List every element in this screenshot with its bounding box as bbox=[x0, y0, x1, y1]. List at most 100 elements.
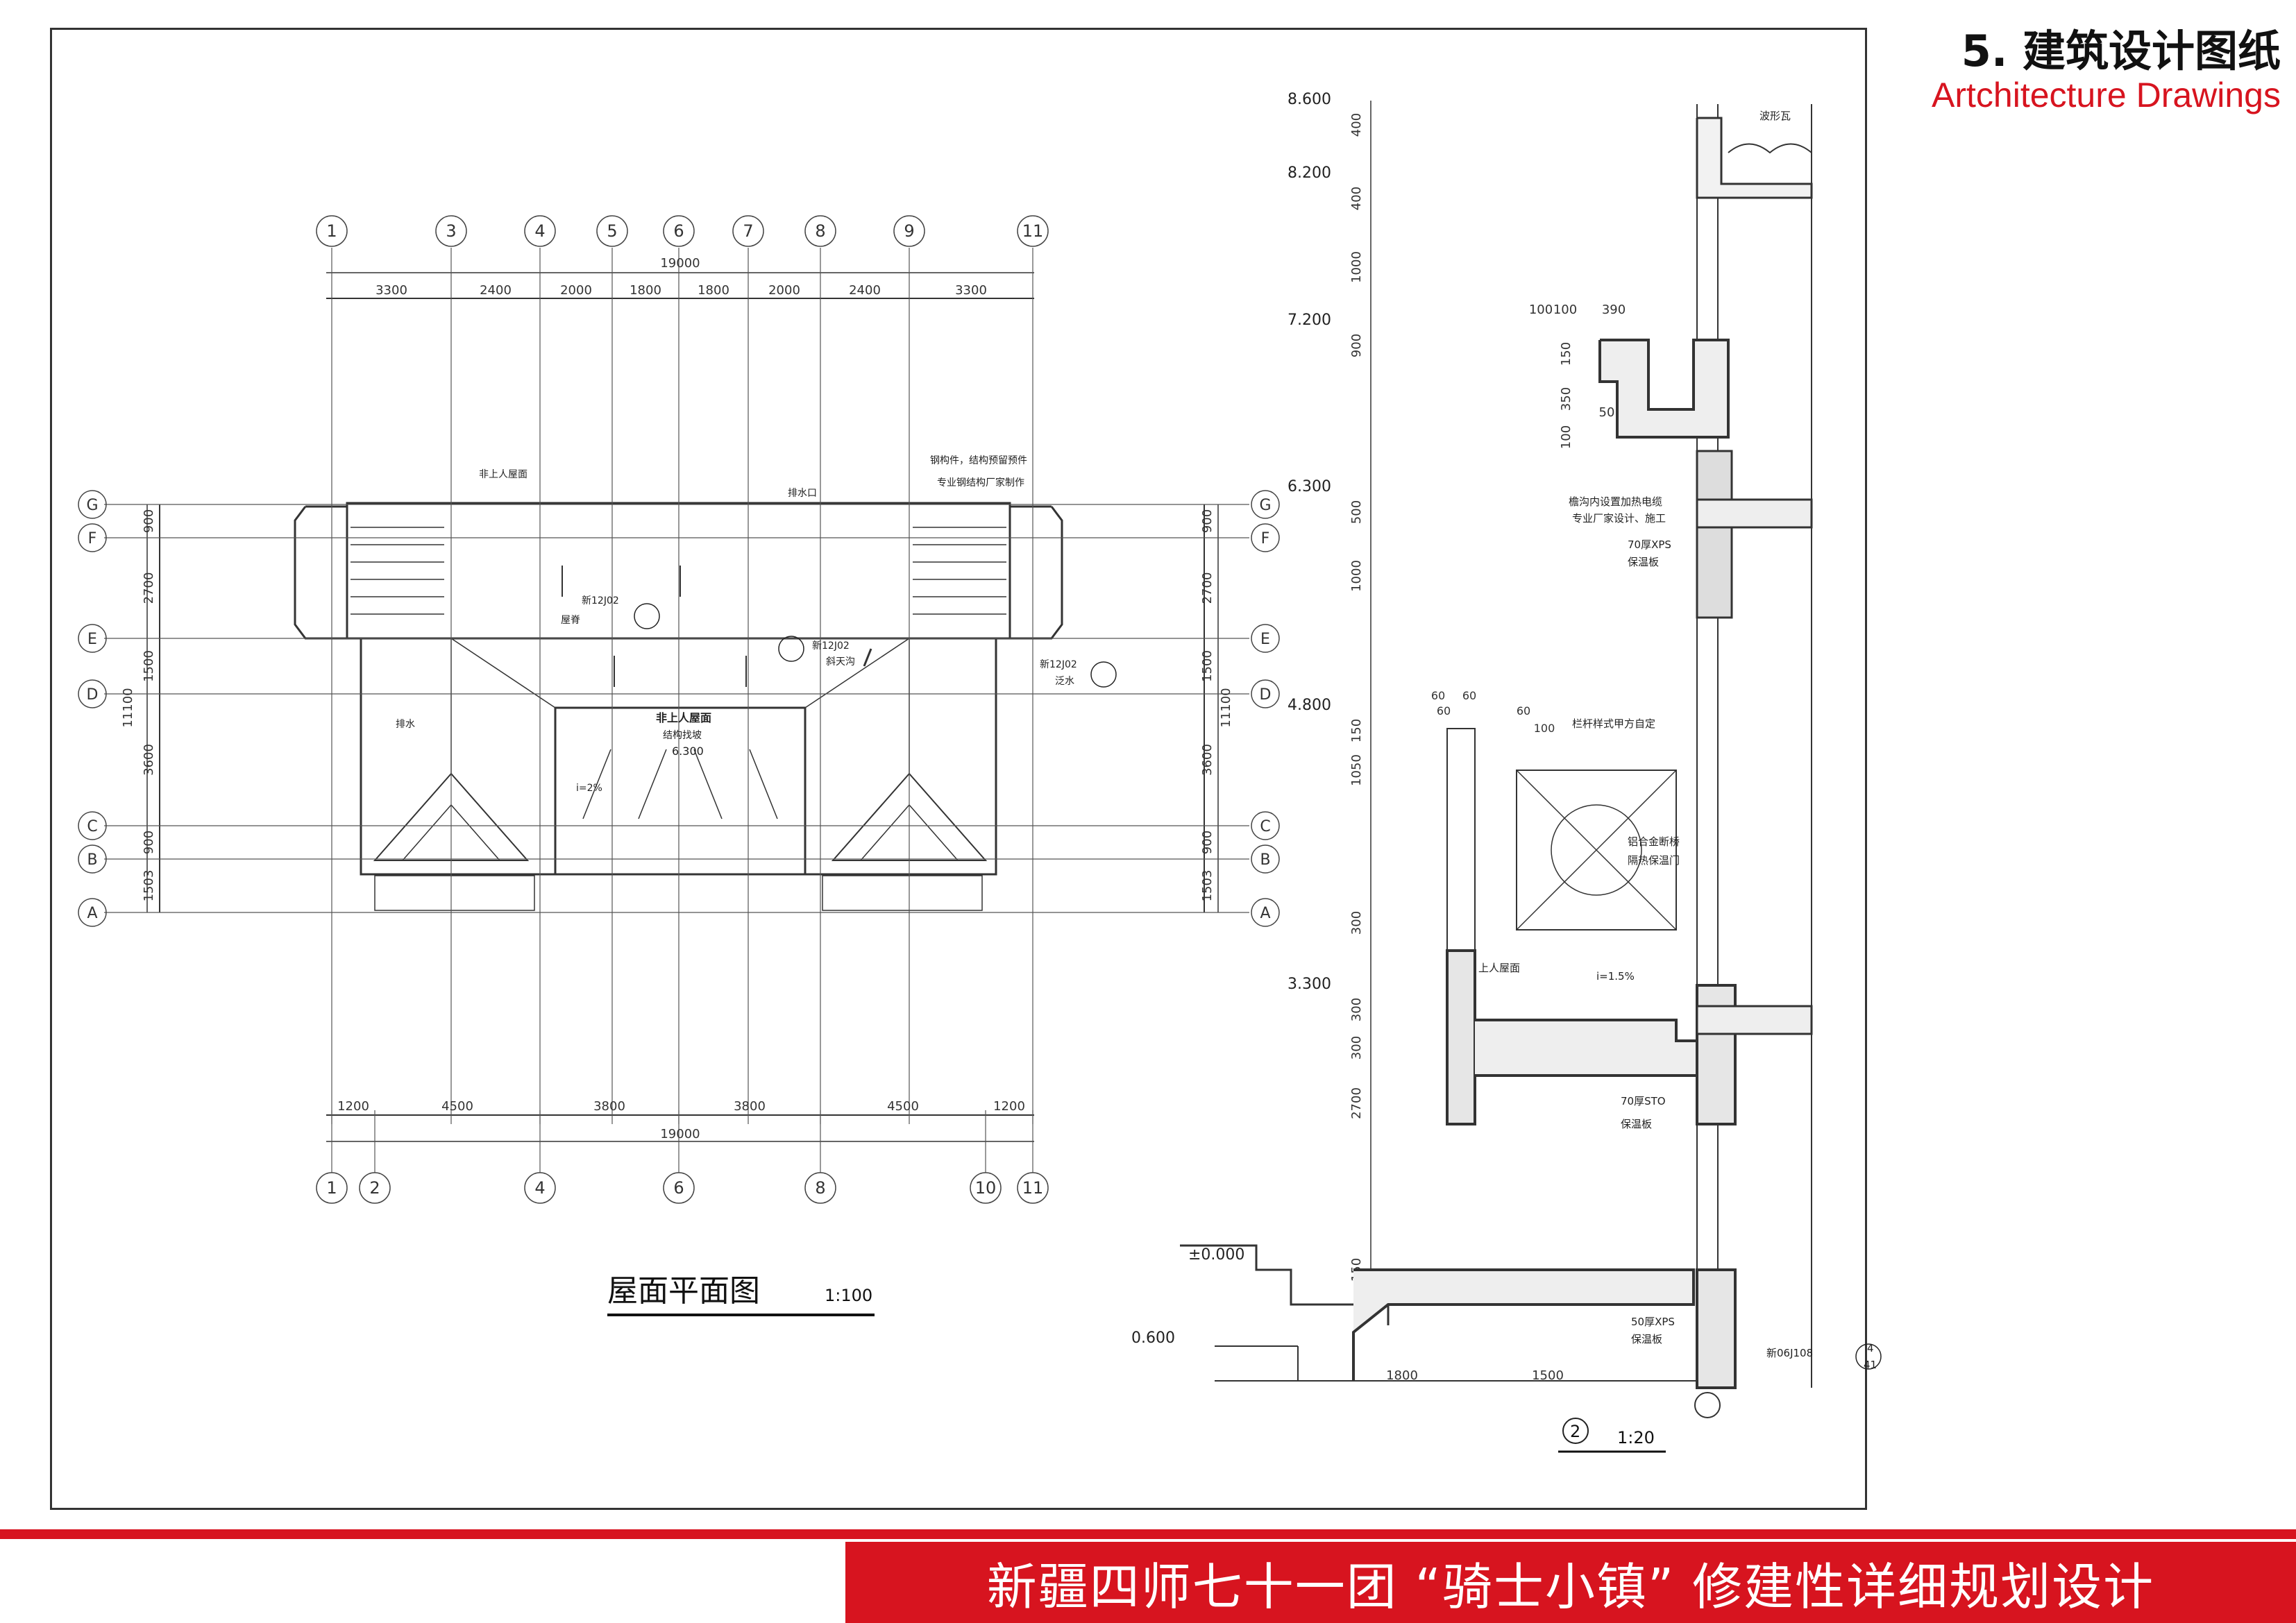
elevation-6300: 6.300 bbox=[1288, 478, 1331, 495]
dimension-label: 900 bbox=[142, 831, 156, 854]
section-dimension: 150 bbox=[1559, 342, 1573, 366]
section-dimension: 60 bbox=[1517, 704, 1530, 717]
axis-bubble bbox=[524, 215, 556, 247]
axis-bubble bbox=[1251, 679, 1280, 708]
axis-bubble bbox=[435, 215, 467, 247]
note-wave-tile: 波形瓦 bbox=[1759, 110, 1791, 122]
dimension-label: 900 bbox=[1200, 831, 1215, 854]
dimension-total: 19000 bbox=[660, 256, 700, 271]
label-drain-outlet: 排水口 bbox=[788, 488, 817, 499]
label-non-access-roof-center: 非上人屋面 bbox=[656, 711, 711, 724]
axis-bubble bbox=[893, 215, 925, 247]
section-dimension: 60 bbox=[1431, 689, 1445, 702]
axis-label: 6 bbox=[673, 1178, 684, 1198]
project-title: 新疆四师七十一团 “骑士小镇” 修建性详细规划设计 bbox=[986, 1558, 2155, 1616]
axis-bubble bbox=[78, 898, 107, 927]
roof-plan-title-text: 屋面平面图 bbox=[607, 1273, 760, 1309]
dimension-label: 900 bbox=[1200, 509, 1215, 533]
axis-label: 1 bbox=[326, 1178, 337, 1198]
label-ref-12j02-c: 新12J02 bbox=[1040, 659, 1077, 670]
label-structure-slope: 结构找坡 bbox=[663, 730, 702, 741]
axis-label: 11 bbox=[1022, 221, 1044, 241]
roof-plan-title: 屋面平面图 1:100 bbox=[607, 1273, 875, 1316]
note-slope: i=1.5% bbox=[1596, 970, 1635, 983]
dimension-label: 1503 bbox=[1200, 870, 1215, 902]
dimension-label: 2000 bbox=[560, 283, 592, 298]
note-sto70: 70厚STO bbox=[1621, 1095, 1666, 1107]
sheet-header: 5. 建筑设计图纸 Artchitecture Drawings bbox=[1932, 26, 2281, 116]
note-door-2: 隔热保温门 bbox=[1628, 854, 1680, 867]
label-drain: 排水 bbox=[396, 719, 415, 730]
axis-bubble bbox=[359, 1172, 391, 1204]
footer-band bbox=[0, 1529, 2296, 1539]
note-gutter-1: 檐沟内设置加热电缆 bbox=[1569, 495, 1662, 508]
note-gutter-2: 专业厂家设计、施工 bbox=[1572, 512, 1666, 525]
dimension-label: 1800 bbox=[698, 283, 729, 298]
section-dimension: 100 bbox=[1559, 425, 1573, 449]
axis-bubble bbox=[78, 523, 107, 552]
axis-bubble bbox=[78, 490, 107, 519]
axis-label: 7 bbox=[743, 221, 753, 241]
section-dimension: 50 bbox=[1599, 405, 1615, 420]
axis-bubble bbox=[804, 215, 836, 247]
axis-label: B bbox=[87, 851, 97, 869]
axis-bubble bbox=[1251, 898, 1280, 927]
wall-section bbox=[1180, 101, 1813, 1418]
label-ref-12j02-b: 新12J02 bbox=[812, 640, 850, 652]
elevation-8200: 8.200 bbox=[1288, 164, 1331, 182]
axis-bubble bbox=[78, 679, 107, 708]
axis-label: 2 bbox=[369, 1178, 380, 1198]
axis-bubble bbox=[663, 215, 695, 247]
section-dimension: 300 bbox=[1349, 998, 1364, 1021]
section-dimension: 400 bbox=[1349, 187, 1364, 210]
dimension-label: 3800 bbox=[593, 1099, 625, 1114]
axis-label: C bbox=[1260, 818, 1270, 835]
section-notes: 波形瓦 檐沟内设置加热电缆 专业厂家设计、施工 70厚XPS 保温板 栏杆样式甲… bbox=[1478, 110, 1882, 1371]
dimension-label: 4500 bbox=[441, 1099, 473, 1114]
elevation-4800: 4.800 bbox=[1288, 697, 1331, 714]
dimension-label: 2000 bbox=[768, 283, 800, 298]
roof-plan bbox=[146, 272, 1219, 1142]
dimension-total: 11100 bbox=[1219, 688, 1233, 727]
dimension-label: 3300 bbox=[955, 283, 987, 298]
dimension-label: 1500 bbox=[142, 650, 156, 682]
axis-label: 11 bbox=[1022, 1178, 1044, 1198]
axis-label: B bbox=[1260, 851, 1270, 869]
dimension-label: 3300 bbox=[375, 283, 407, 298]
note-xps50: 50厚XPS bbox=[1631, 1316, 1675, 1328]
note-std-ref: 新06J108 bbox=[1766, 1347, 1813, 1359]
elevation-0600: 0.600 bbox=[1131, 1329, 1175, 1347]
axis-label: A bbox=[1260, 905, 1270, 922]
note-insulation-a: 保温板 bbox=[1628, 556, 1659, 568]
dimension-label: 900 bbox=[142, 509, 156, 533]
section-elevations: 8.600 8.200 7.200 6.300 4.800 3.300 ±0.0… bbox=[1131, 91, 1331, 1347]
dimension-label: 1500 bbox=[1200, 650, 1215, 682]
axis-label: C bbox=[87, 818, 97, 835]
axis-label: A bbox=[87, 905, 97, 922]
section-dimension: 500 bbox=[1349, 500, 1364, 524]
label-steel-part-2: 专业钢结构厂家制作 bbox=[937, 477, 1024, 488]
axis-bubble bbox=[970, 1172, 1002, 1204]
note-xps70: 70厚XPS bbox=[1628, 538, 1671, 551]
label-ridge: 屋脊 bbox=[561, 615, 580, 626]
axis-bubble bbox=[663, 1172, 695, 1204]
axis-label: 10 bbox=[975, 1178, 997, 1198]
sheet-title: 5. 建筑设计图纸 bbox=[1961, 26, 2281, 76]
note-access-roof: 上人屋面 bbox=[1478, 962, 1520, 974]
roof-plan-scale: 1:100 bbox=[825, 1286, 872, 1305]
dimension-label: 1200 bbox=[993, 1099, 1025, 1114]
dimension-label: 3600 bbox=[142, 744, 156, 776]
axis-bubble bbox=[1251, 811, 1280, 840]
axis-bubble bbox=[524, 1172, 556, 1204]
axis-bubble bbox=[78, 624, 107, 653]
axis-label: 5 bbox=[607, 221, 617, 241]
axis-label: 3 bbox=[446, 221, 456, 241]
section-dimension: 100 bbox=[1534, 722, 1555, 735]
axis-label: 8 bbox=[815, 221, 825, 241]
dimension-label: 2700 bbox=[142, 572, 156, 604]
dimension-total: 19000 bbox=[660, 1127, 700, 1141]
axis-label: D bbox=[87, 686, 99, 704]
elevation-8600: 8.600 bbox=[1288, 91, 1331, 108]
section-dimension: 1000 bbox=[1349, 251, 1364, 283]
